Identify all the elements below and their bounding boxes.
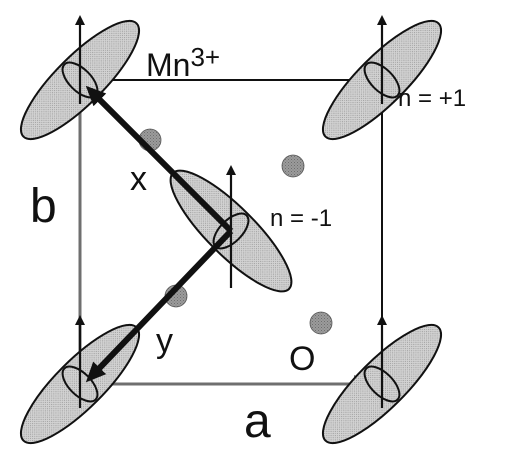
local-x-label: x [130,160,147,198]
lattice-b-label: b [30,180,57,233]
oxygen-atom [281,154,305,178]
local-y-axis-arrow [85,228,234,383]
ion-label: Mn3+ [146,42,220,83]
orbital-state-label-corner: n = +1 [398,85,466,112]
lattice-a-label: a [244,395,271,448]
orbital-state-label-center: n = -1 [270,205,332,232]
orbital-bottom-right [321,315,443,445]
local-y-label: y [156,322,173,360]
oxygen-label: O [289,340,315,378]
oxygen-atom [309,311,333,335]
orbital-top-right [321,15,443,141]
local-x-axis-arrow [85,85,234,234]
